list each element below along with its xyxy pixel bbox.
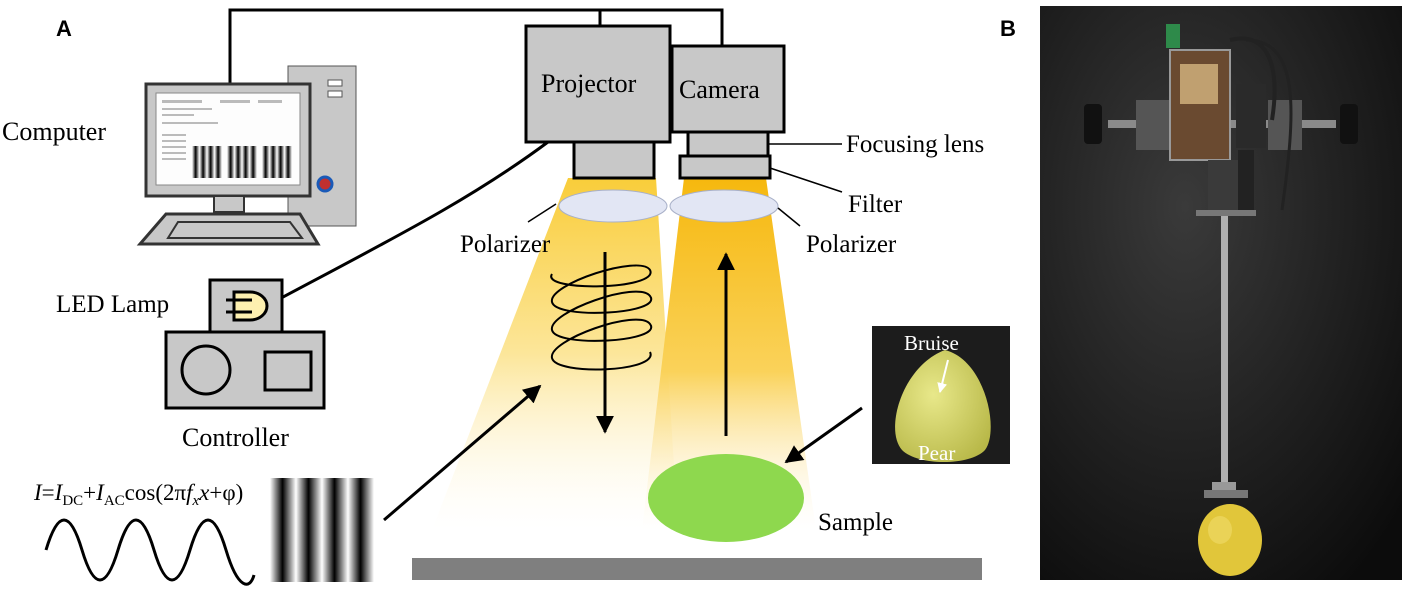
sample bbox=[648, 454, 804, 542]
polarizer-right bbox=[669, 189, 779, 223]
polarizer-left-label: Polarizer bbox=[460, 231, 551, 258]
sample-arrow bbox=[784, 406, 863, 464]
filter-label: Filter bbox=[848, 191, 903, 218]
system-photograph bbox=[1040, 6, 1402, 580]
controller bbox=[164, 330, 326, 410]
computer bbox=[136, 65, 357, 246]
polarizer-left bbox=[558, 189, 668, 223]
data-cables bbox=[228, 8, 724, 306]
camera-light-beam bbox=[642, 178, 816, 530]
projector-lens bbox=[572, 140, 656, 180]
support-pole bbox=[1221, 216, 1228, 486]
focusing-lens-label: Focusing lens bbox=[846, 131, 984, 158]
led-lamp bbox=[208, 278, 284, 334]
computer-label: Computer bbox=[2, 117, 106, 146]
sine-wave bbox=[44, 518, 256, 586]
projector-label: Projector bbox=[541, 69, 637, 98]
stage bbox=[412, 558, 982, 580]
polarizer-right-label: Polarizer bbox=[806, 231, 897, 258]
callout-lines bbox=[527, 143, 843, 227]
pear-label: Pear bbox=[918, 441, 955, 465]
panel-label-a: A bbox=[56, 16, 72, 41]
pattern-arrow bbox=[383, 384, 542, 522]
projector-light-beam bbox=[432, 178, 678, 530]
controller-label: Controller bbox=[182, 423, 289, 452]
camera bbox=[670, 44, 786, 180]
power-button-icon bbox=[316, 175, 334, 193]
fringe-pattern bbox=[270, 478, 374, 582]
screen-fringe-thumbnails bbox=[192, 146, 292, 178]
left-knob bbox=[1084, 104, 1102, 144]
right-knob bbox=[1340, 104, 1358, 144]
polarization-spiral bbox=[550, 264, 653, 371]
panel-label-b: B bbox=[1000, 16, 1016, 41]
sample-label: Sample bbox=[818, 509, 893, 536]
modulation-formula: I=IDC+IACcos(2πfxx+φ) bbox=[33, 480, 243, 509]
photo-pear bbox=[1198, 504, 1262, 576]
monitor-neck bbox=[213, 195, 245, 213]
projector bbox=[524, 24, 672, 180]
bruise-label: Bruise bbox=[904, 331, 959, 355]
controller-display bbox=[263, 350, 313, 392]
led-icon bbox=[232, 290, 269, 322]
camera-label: Camera bbox=[679, 75, 760, 104]
pear-photo bbox=[872, 326, 1010, 464]
led-lamp-label: LED Lamp bbox=[56, 291, 169, 318]
controller-knob bbox=[180, 344, 232, 396]
focusing-lens bbox=[686, 130, 770, 158]
keyboard bbox=[136, 212, 321, 246]
filter bbox=[678, 154, 772, 180]
